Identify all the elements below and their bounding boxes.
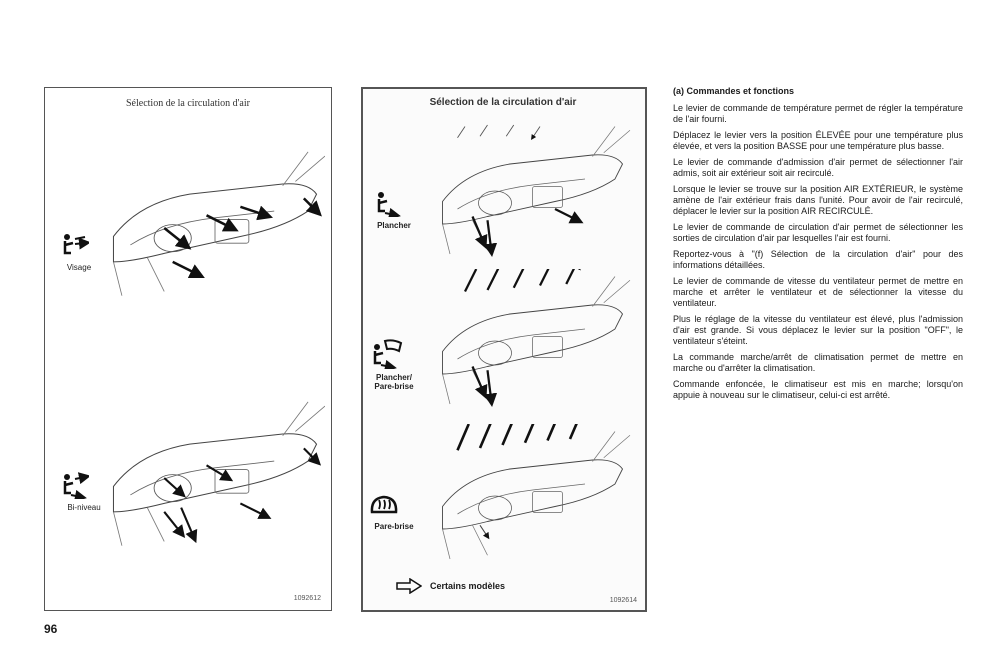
paragraph: Déplacez le levier vers la position ÉLEV… — [673, 130, 963, 151]
paragraph: Lorsque le levier se trouve sur la posit… — [673, 184, 963, 216]
mode-windshield: Pare-brise — [369, 494, 419, 531]
mode-floor: Plancher — [371, 189, 417, 230]
dashboard-illustration-face — [112, 151, 325, 297]
left-figure-panel: Sélection de la circulation d'air Visage — [44, 87, 332, 611]
paragraph: Le levier de commande de circulation d'a… — [673, 222, 963, 243]
mode-bilevel: Bi-niveau — [59, 471, 109, 512]
paragraph: Reportez-vous à "(f) Sélection de la cir… — [673, 249, 963, 270]
mid-figure-code: 1092614 — [609, 597, 637, 604]
paragraph: Le levier de commande de température per… — [673, 103, 963, 124]
left-figure-code: 1092612 — [293, 595, 321, 602]
floor-vent-icon — [377, 192, 401, 217]
defrost-icon — [370, 495, 398, 514]
page-number: 96 — [44, 622, 58, 636]
mode-floor-windshield-label: Plancher/ Pare-brise — [374, 373, 414, 391]
dashboard-illustration-bilevel — [112, 401, 325, 547]
mode-face: Visage — [59, 231, 99, 272]
dashboard-illustration-windshield — [442, 424, 631, 560]
paragraph: La commande marche/arrêt de climatisatio… — [673, 352, 963, 373]
paragraph: Le levier de commande de vitesse du vent… — [673, 276, 963, 308]
outline-arrow-icon — [396, 578, 422, 594]
models-note: Certains modèles — [396, 578, 505, 594]
face-vent-icon — [63, 234, 89, 255]
dashboard-illustration-floor — [442, 124, 631, 257]
dashboard-illustration-floor-windshield — [442, 269, 631, 407]
mode-windshield-label: Pare-brise — [374, 522, 414, 531]
paragraph: Commande enfoncée, le climatiseur est mi… — [673, 379, 963, 400]
mid-panel-title: Sélection de la circulation d'air — [429, 97, 577, 108]
mode-face-label: Visage — [66, 263, 92, 272]
mid-figure-panel: Sélection de la circulation d'air Planch… — [361, 87, 647, 612]
paragraph: Le levier de commande d'admission d'air … — [673, 157, 963, 178]
models-note-text: Certains modèles — [430, 581, 506, 591]
left-panel-title: Sélection de la circulation d'air — [126, 98, 250, 109]
mode-floor-label: Plancher — [377, 221, 411, 230]
paragraph: Plus le réglage de la vitesse du ventila… — [673, 314, 963, 346]
bi-level-vent-icon — [63, 472, 89, 499]
mode-bilevel-label: Bi-niveau — [67, 503, 101, 512]
section-heading: (a) Commandes et fonctions — [673, 86, 795, 96]
floor-windshield-vent-icon — [373, 339, 403, 369]
mode-floor-windshield: Plancher/ Pare-brise — [369, 339, 419, 391]
text-column: (a) Commandes et fonctions Le levier de … — [673, 86, 963, 406]
